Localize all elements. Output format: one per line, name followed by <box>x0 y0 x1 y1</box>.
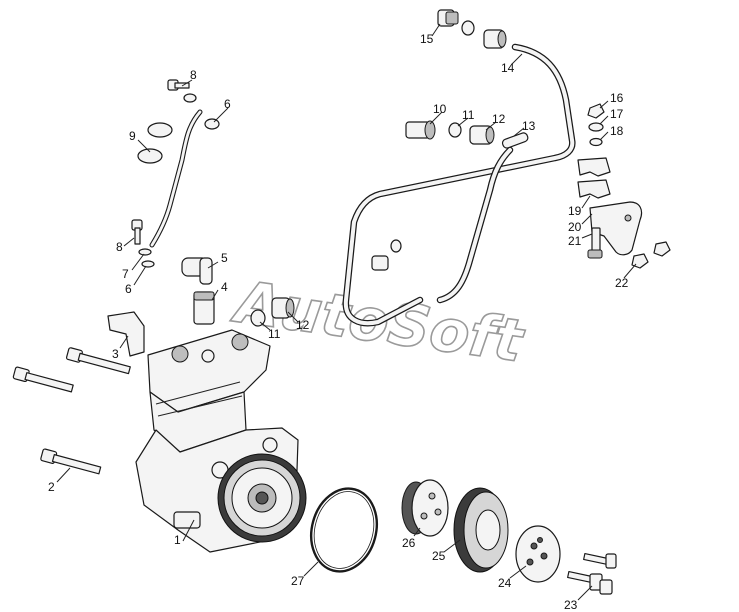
callout-20: 20 <box>568 220 582 234</box>
o-ring-27 <box>310 487 378 573</box>
callout-12-upper: 12 <box>492 112 506 126</box>
fittings-10-13 <box>405 120 529 149</box>
callout-19: 19 <box>568 204 582 218</box>
fittings-3-5 <box>107 257 215 357</box>
callout-27: 27 <box>291 574 305 588</box>
callout-7: 7 <box>122 267 129 281</box>
callout-23: 23 <box>564 598 578 612</box>
leader-lines <box>56 23 637 601</box>
callout-26: 26 <box>402 536 416 550</box>
callout-17: 17 <box>610 107 624 121</box>
pipe-fittings-15 <box>437 9 507 49</box>
callout-6-upper: 6 <box>224 97 231 111</box>
callout-21: 21 <box>568 234 582 248</box>
compressor-drive-gear <box>217 453 307 543</box>
callout-1: 1 <box>174 533 181 547</box>
gear-hub-26 <box>401 479 449 537</box>
callout-11-lower: 11 <box>268 327 281 341</box>
callout-13: 13 <box>522 119 536 133</box>
callout-10: 10 <box>433 102 447 116</box>
callout-6-lower: 6 <box>125 282 132 296</box>
callout-labels: 1 2 3 4 5 6 6 7 8 8 9 10 11 11 12 12 13 … <box>48 32 629 612</box>
callout-9: 9 <box>129 129 136 143</box>
callout-2: 2 <box>48 480 55 494</box>
callout-15: 15 <box>420 32 434 46</box>
callout-8-upper: 8 <box>190 68 197 82</box>
callout-14: 14 <box>501 61 515 75</box>
thrust-plate-24 <box>515 525 561 583</box>
mounting-bolts-2 <box>12 347 131 475</box>
bracket-assembly-16-22 <box>577 103 671 269</box>
callout-16: 16 <box>610 91 624 105</box>
callout-5: 5 <box>221 251 228 265</box>
idler-gear-25 <box>453 487 509 573</box>
callout-4: 4 <box>221 280 228 294</box>
callout-12-lower: 12 <box>296 318 310 332</box>
callout-25: 25 <box>432 549 446 563</box>
coolant-tube-9 <box>149 109 203 248</box>
callout-8-lower: 8 <box>116 240 123 254</box>
bolt-washer-set-6-8 <box>131 79 220 268</box>
bolts-23 <box>567 552 617 595</box>
callout-11-upper: 11 <box>462 108 475 122</box>
callout-24: 24 <box>498 576 512 590</box>
callout-18: 18 <box>610 124 624 138</box>
air-pipe-14 <box>342 43 576 327</box>
callout-3: 3 <box>112 347 119 361</box>
fittings-11-12-lower <box>250 239 402 327</box>
callout-22: 22 <box>615 276 629 290</box>
